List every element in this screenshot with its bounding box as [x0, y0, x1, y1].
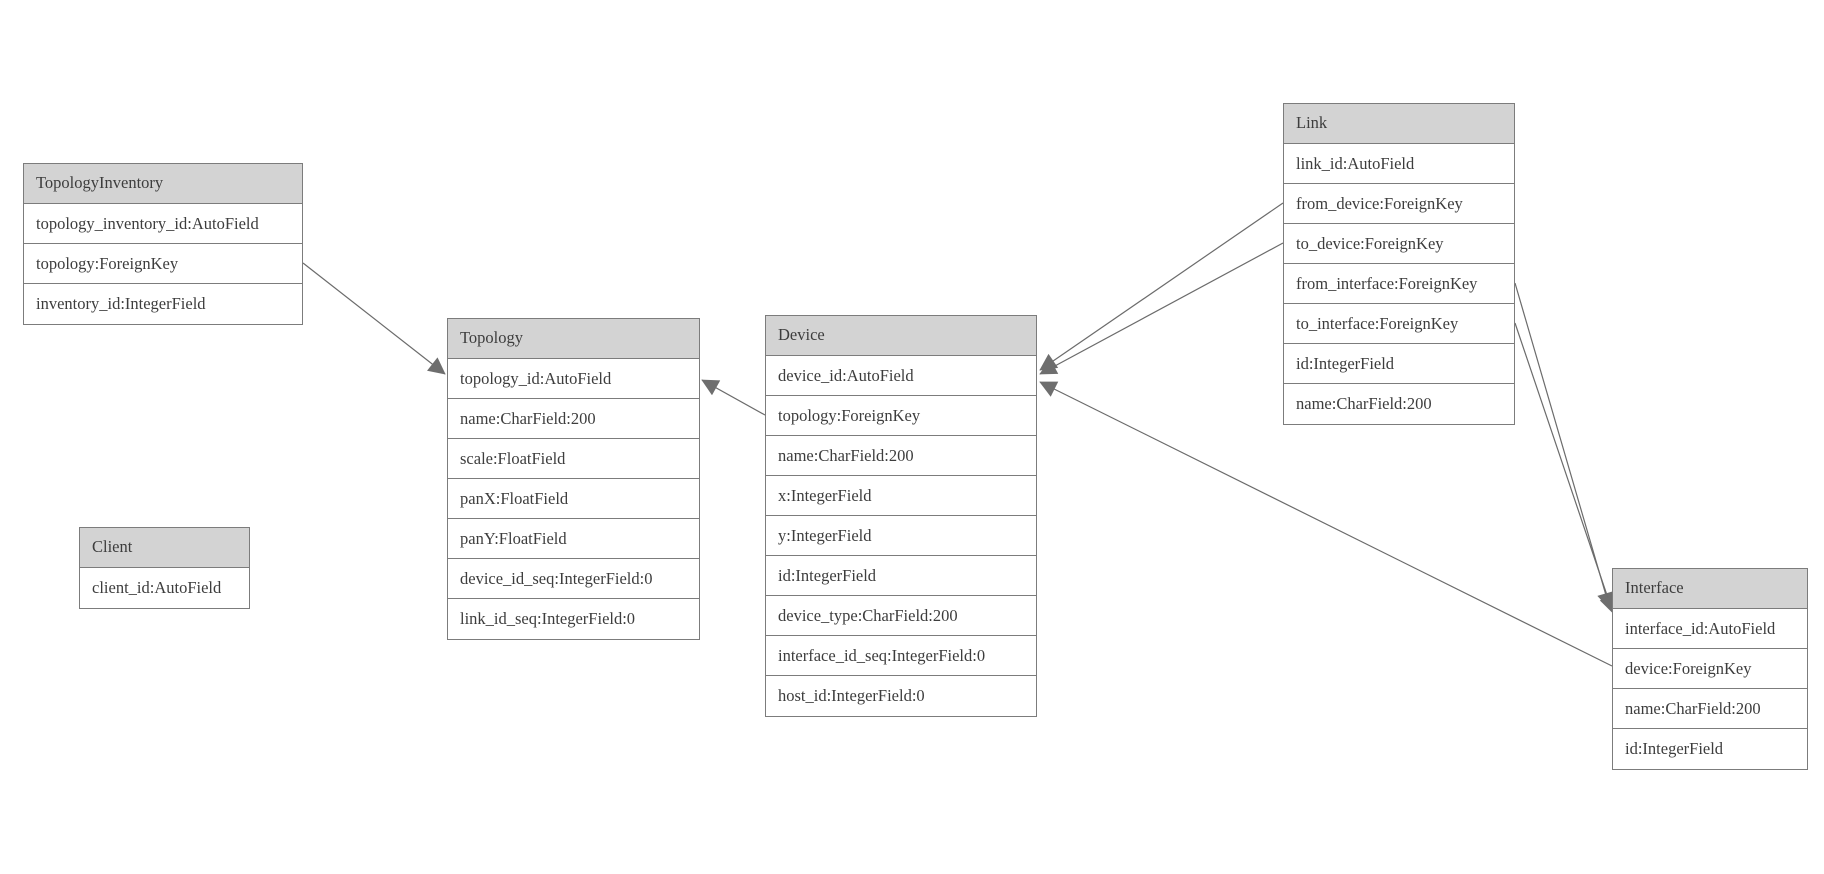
- field-row: topology:ForeignKey: [24, 244, 302, 284]
- field-row: topology_id:AutoField: [448, 359, 699, 399]
- entity-title-topology: Topology: [448, 319, 699, 359]
- field-row: link_id_seq:IntegerField:0: [448, 599, 699, 639]
- field-row: interface_id_seq:IntegerField:0: [766, 636, 1036, 676]
- entity-title-device: Device: [766, 316, 1036, 356]
- field-row: interface_id:AutoField: [1613, 609, 1807, 649]
- entity-title-interface: Interface: [1613, 569, 1807, 609]
- field-row: x:IntegerField: [766, 476, 1036, 516]
- field-row: from_interface:ForeignKey: [1284, 264, 1514, 304]
- field-row: device_id:AutoField: [766, 356, 1036, 396]
- field-row: device:ForeignKey: [1613, 649, 1807, 689]
- field-row: name:CharField:200: [448, 399, 699, 439]
- entity-title-link: Link: [1284, 104, 1514, 144]
- field-row: panY:FloatField: [448, 519, 699, 559]
- field-row: to_device:ForeignKey: [1284, 224, 1514, 264]
- field-row: y:IntegerField: [766, 516, 1036, 556]
- relation-link-to_interface-to-interface: [1514, 322, 1616, 614]
- relation-link-from_interface-to-interface: [1514, 282, 1614, 610]
- field-row: id:IntegerField: [1284, 344, 1514, 384]
- entity-title-client: Client: [80, 528, 249, 568]
- field-row: id:IntegerField: [766, 556, 1036, 596]
- field-row: link_id:AutoField: [1284, 144, 1514, 184]
- field-row: to_interface:ForeignKey: [1284, 304, 1514, 344]
- field-row: inventory_id:IntegerField: [24, 284, 302, 324]
- field-row: client_id:AutoField: [80, 568, 249, 608]
- field-row: id:IntegerField: [1613, 729, 1807, 769]
- field-row: scale:FloatField: [448, 439, 699, 479]
- field-row: host_id:IntegerField:0: [766, 676, 1036, 716]
- relation-link-to_device-to-device: [1039, 242, 1284, 375]
- relation-link-from_device-to-device: [1039, 202, 1284, 371]
- entity-title-topology-inventory: TopologyInventory: [24, 164, 302, 204]
- field-row: topology:ForeignKey: [766, 396, 1036, 436]
- relation-topologyinventory-topology-to-topology: [302, 262, 446, 375]
- field-row: topology_inventory_id:AutoField: [24, 204, 302, 244]
- field-row: name:CharField:200: [766, 436, 1036, 476]
- relation-device-topology-to-topology: [701, 379, 766, 416]
- field-row: device_id_seq:IntegerField:0: [448, 559, 699, 599]
- field-row: from_device:ForeignKey: [1284, 184, 1514, 224]
- field-row: name:CharField:200: [1284, 384, 1514, 424]
- field-row: name:CharField:200: [1613, 689, 1807, 729]
- field-row: panX:FloatField: [448, 479, 699, 519]
- field-row: device_type:CharField:200: [766, 596, 1036, 636]
